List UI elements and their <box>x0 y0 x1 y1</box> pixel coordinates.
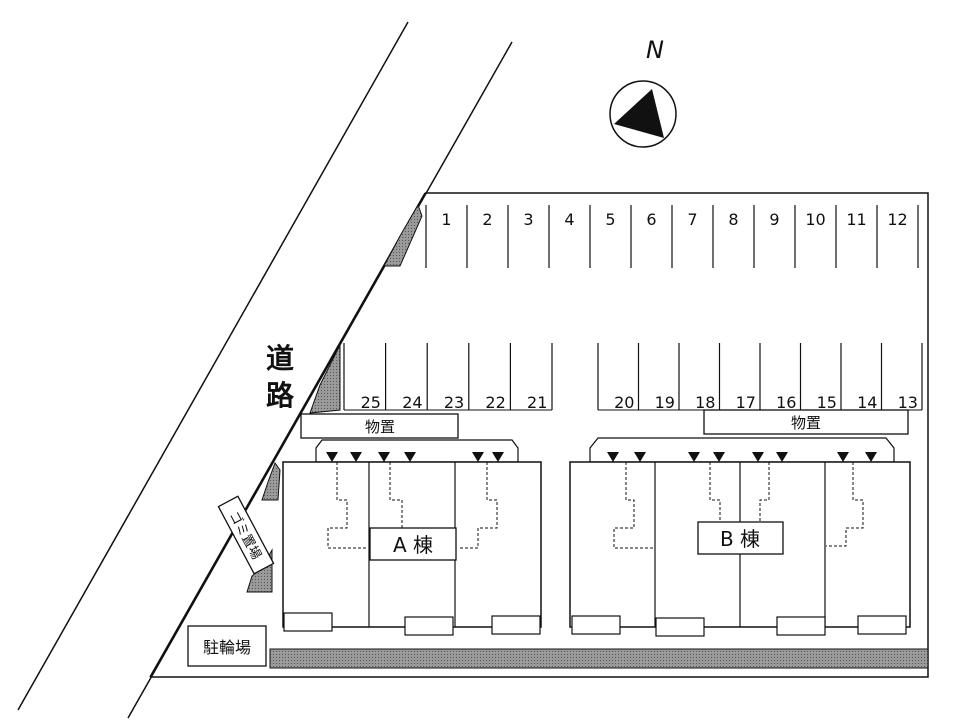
parking-stall-number: 18 <box>695 393 715 412</box>
road-edge-right <box>127 41 513 719</box>
parking-stall-number: 9 <box>769 210 779 229</box>
site-boundary <box>149 192 929 678</box>
building-b-label-box <box>697 521 784 555</box>
building-a-balcony-1 <box>283 612 333 632</box>
road-label-char-1: 道 <box>266 342 294 375</box>
storage-left-label: 物置 <box>365 418 395 436</box>
storage-right: 物置 <box>703 409 909 435</box>
entrance-marker-icon <box>607 452 619 462</box>
bike-parking: 駐輪場 <box>187 625 267 667</box>
parking-stall-number: 16 <box>776 393 796 412</box>
entrance-marker-icon <box>404 452 416 462</box>
building-b-balcony-3 <box>776 616 826 636</box>
parking-stall-number: 8 <box>728 210 738 229</box>
parking-stall-number: 20 <box>614 393 634 412</box>
building-b-label: B 棟 <box>720 527 760 551</box>
parking-stall-number: 25 <box>361 393 381 412</box>
bike-parking-label: 駐輪場 <box>203 638 251 657</box>
building-a: A 棟 <box>282 439 542 636</box>
building-b-roof-eave <box>589 437 895 463</box>
building-a-label-box <box>369 527 457 561</box>
parking-bottom-left-row: 25 24 23 22 21 <box>343 343 553 412</box>
entrance-marker-icon <box>350 452 362 462</box>
building-a-entrance-markers <box>326 452 504 462</box>
building-a-balcony-2 <box>404 616 454 636</box>
storage-right-label: 物置 <box>791 414 821 432</box>
entrance-marker-icon <box>837 452 849 462</box>
parking-stall-number: 6 <box>646 210 656 229</box>
bike-parking-roof <box>269 648 929 669</box>
parking-stall-number: 5 <box>605 210 615 229</box>
parking-stall-number: 13 <box>898 393 918 412</box>
building-b: B 棟 <box>569 437 911 637</box>
parking-stall-number: 19 <box>655 393 675 412</box>
entrance-marker-icon <box>472 452 484 462</box>
parking-bottom-right-row: 20 19 18 17 16 15 14 13 <box>597 343 923 412</box>
parking-stall-number: 2 <box>482 210 492 229</box>
parking-stall-number: 3 <box>523 210 533 229</box>
compass-label: N <box>646 36 664 64</box>
planting-strip-top <box>383 203 423 267</box>
entrance-marker-icon <box>492 452 504 462</box>
road-edge-left <box>17 21 409 711</box>
entrance-marker-icon <box>776 452 788 462</box>
building-a-balcony-3 <box>491 615 541 635</box>
parking-stall-number: 10 <box>805 210 825 229</box>
parking-stall-number: 1 <box>441 210 451 229</box>
entrance-marker-icon <box>326 452 338 462</box>
parking-stall-number: 15 <box>817 393 837 412</box>
building-a-roof-eave <box>315 439 519 463</box>
building-b-balcony-4 <box>857 615 907 635</box>
road: 道 路 <box>17 21 513 719</box>
planting-strip-lower <box>261 461 281 501</box>
building-b-balcony-2 <box>655 617 705 637</box>
parking-stall-number: 7 <box>687 210 697 229</box>
parking-stall-number: 22 <box>485 393 505 412</box>
entrance-marker-icon <box>752 452 764 462</box>
parking-stall-number: 11 <box>846 210 866 229</box>
parking-stall-number: 23 <box>444 393 464 412</box>
building-a-label: A 棟 <box>393 533 433 557</box>
parking-stall-number: 17 <box>736 393 756 412</box>
parking-stall-number: 12 <box>887 210 907 229</box>
road-label-char-2: 路 <box>266 379 295 412</box>
entrance-marker-icon <box>865 452 877 462</box>
parking-stall-number: 21 <box>527 393 547 412</box>
north-compass: N <box>609 36 677 148</box>
entrance-marker-icon <box>713 452 725 462</box>
entrance-marker-icon <box>634 452 646 462</box>
building-b-balcony-1 <box>571 615 621 635</box>
building-b-entrance-markers <box>607 452 877 462</box>
planting-strip-mid <box>309 344 341 414</box>
parking-stall-number: 24 <box>402 393 422 412</box>
entrance-marker-icon <box>378 452 390 462</box>
parking-stall-number: 4 <box>564 210 574 229</box>
entrance-marker-icon <box>688 452 700 462</box>
storage-left: 物置 <box>300 413 459 439</box>
building-b-corridors <box>613 462 864 549</box>
north-arrow-icon <box>614 89 664 138</box>
parking-stall-number: 14 <box>857 393 877 412</box>
